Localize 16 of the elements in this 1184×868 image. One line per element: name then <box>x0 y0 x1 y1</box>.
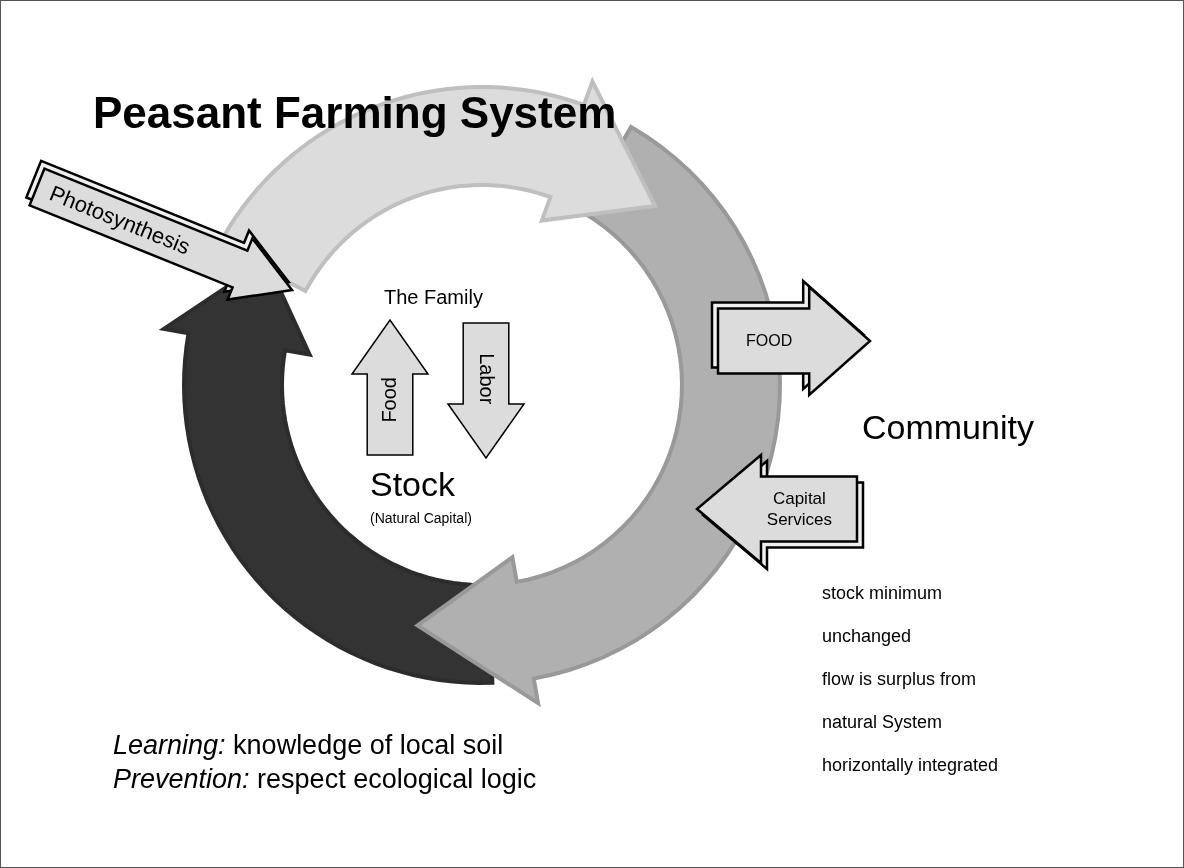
arrow-label: Capital Services <box>765 487 833 531</box>
arrow-label: FOOD <box>746 331 793 351</box>
list-item: natural System <box>822 712 943 733</box>
title: Peasant Farming System <box>93 88 617 138</box>
text-label: (Natural Capital) <box>370 510 472 526</box>
arrow-label: Food <box>377 376 402 423</box>
arrow-label: Labor <box>474 352 499 405</box>
text-label: Stock <box>370 465 456 504</box>
list-item: unchanged <box>822 626 912 647</box>
note-text: Prevention: respect ecological logic <box>113 764 537 795</box>
list-item: horizontally integrated <box>822 755 999 776</box>
text-label: Community <box>862 408 1034 447</box>
list-item: flow is surplus from <box>822 669 977 690</box>
text-label: The Family <box>384 286 483 309</box>
note-text: Learning: knowledge of local soil <box>113 730 504 761</box>
list-item: stock minimum <box>822 583 942 604</box>
